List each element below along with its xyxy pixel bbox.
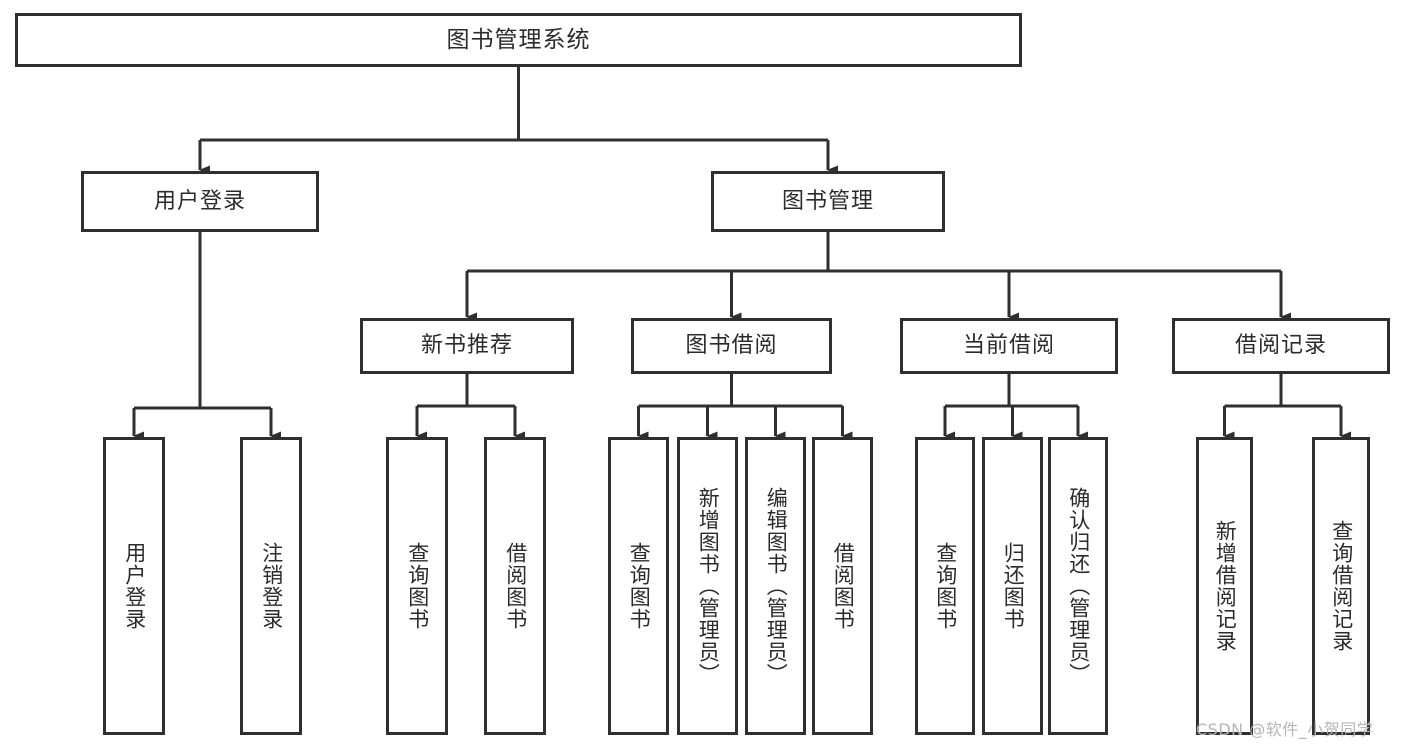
node-leaf-query-book-borrow[interactable]: 查询图书 bbox=[608, 437, 669, 735]
node-label: 查询图书 bbox=[405, 542, 430, 630]
node-label: 用户登录 bbox=[153, 188, 246, 214]
node-label: 图书管理 bbox=[781, 188, 874, 214]
node-label: 注销登录 bbox=[259, 542, 284, 630]
node-leaf-add-book-admin[interactable]: 新增图书（管理员） bbox=[677, 437, 738, 735]
node-current-borrow[interactable]: 当前借阅 bbox=[900, 318, 1118, 374]
node-label: 新增借阅记录 bbox=[1213, 520, 1238, 652]
node-root[interactable]: 图书管理系统 bbox=[15, 13, 1022, 67]
node-leaf-confirm-return-admin[interactable]: 确认归还（管理员） bbox=[1048, 437, 1108, 735]
node-label: 新书推荐 bbox=[420, 333, 513, 359]
node-label: 图书管理系统 bbox=[446, 26, 591, 53]
node-label: 当前借阅 bbox=[962, 333, 1055, 359]
node-label: 借阅图书 bbox=[831, 542, 856, 630]
node-leaf-edit-book-admin[interactable]: 编辑图书（管理员） bbox=[745, 437, 806, 735]
node-label: 图书借阅 bbox=[685, 333, 778, 359]
node-label: 编辑图书（管理员） bbox=[764, 487, 789, 685]
node-leaf-query-book-current[interactable]: 查询图书 bbox=[915, 437, 975, 735]
edge-group bbox=[132, 67, 1351, 441]
node-label: 新增图书（管理员） bbox=[696, 487, 721, 685]
node-leaf-query-borrow-record[interactable]: 查询借阅记录 bbox=[1312, 437, 1370, 735]
node-leaf-return-book[interactable]: 归还图书 bbox=[982, 437, 1043, 735]
node-book-borrow[interactable]: 图书借阅 bbox=[631, 318, 832, 374]
node-leaf-borrow-book[interactable]: 借阅图书 bbox=[812, 437, 873, 735]
node-user-login[interactable]: 用户登录 bbox=[81, 171, 319, 232]
node-borrow-record[interactable]: 借阅记录 bbox=[1172, 318, 1390, 374]
watermark-csdn: CSDN @软件_小贺同学 bbox=[1196, 720, 1374, 739]
node-leaf-user-logout[interactable]: 注销登录 bbox=[240, 437, 302, 735]
node-label: 借阅记录 bbox=[1234, 333, 1327, 359]
node-new-book-recommend[interactable]: 新书推荐 bbox=[360, 318, 574, 374]
node-label: 确认归还（管理员） bbox=[1066, 487, 1091, 685]
node-leaf-add-borrow-record[interactable]: 新增借阅记录 bbox=[1196, 437, 1253, 735]
node-book-manage[interactable]: 图书管理 bbox=[711, 171, 945, 232]
node-leaf-borrow-book-new[interactable]: 借阅图书 bbox=[484, 437, 546, 735]
node-label: 查询图书 bbox=[933, 542, 958, 630]
node-label: 归还图书 bbox=[1001, 542, 1026, 630]
node-label: 借阅图书 bbox=[503, 542, 528, 630]
node-leaf-query-book-new[interactable]: 查询图书 bbox=[386, 437, 448, 735]
node-label: 查询图书 bbox=[627, 542, 652, 630]
node-leaf-user-login[interactable]: 用户登录 bbox=[103, 437, 165, 735]
node-label: 用户登录 bbox=[122, 542, 147, 630]
node-label: 查询借阅记录 bbox=[1329, 520, 1354, 652]
